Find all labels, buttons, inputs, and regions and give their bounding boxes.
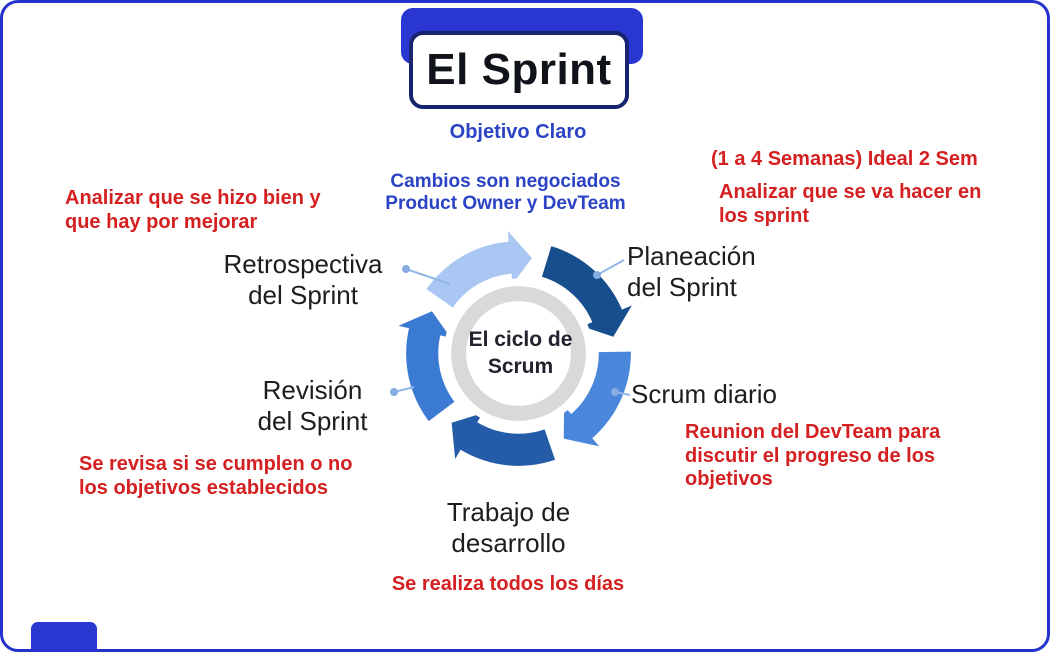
note-analizar-hacer: Analizar que se va hacer en los sprint — [719, 181, 982, 227]
note-revisa-objetivos: Se revisa si se cumplen o no los objetiv… — [79, 453, 353, 499]
title-box: El Sprint — [409, 31, 629, 109]
connector-dot-revision — [390, 388, 398, 396]
note-realiza-dias: Se realiza todos los días — [391, 573, 625, 595]
cycle-center-disc — [466, 301, 571, 406]
note-analizar-mejorar: Analizar que se hizo bien y que hay por … — [65, 187, 321, 233]
connector-dot-planeacion — [593, 271, 601, 279]
stage-label-retrospectiva: Retrospectiva del Sprint — [223, 249, 383, 311]
note-objetivo-claro: Objetivo Claro — [449, 121, 587, 143]
stage-label-planeacion: Planeación del Sprint — [627, 241, 756, 303]
scrum-cycle-diagram — [390, 230, 632, 466]
page-title: El Sprint — [426, 45, 612, 94]
stage-label-scrum-diario: Scrum diario — [631, 379, 777, 409]
connector-dot-retrospectiva — [402, 265, 410, 273]
ring-segment-upper-right-navy — [541, 246, 632, 337]
note-semanas: (1 a 4 Semanas) Ideal 2 Sem — [711, 148, 978, 170]
connector-line-planeacion — [596, 259, 625, 276]
connector-lines — [390, 259, 631, 396]
cycle-center-label: El ciclo de Scrum — [468, 328, 573, 379]
ring-segment-bottom-deep — [451, 413, 556, 466]
bottom-left-accent — [31, 622, 97, 649]
stage-label-revision: Revisión del Sprint — [257, 375, 368, 437]
stage-label-trabajo-desarrollo: Trabajo de desarrollo — [446, 497, 571, 559]
ring-segment-left-blue — [398, 311, 455, 422]
connector-dot-scrum-diario — [611, 388, 619, 396]
note-reunion-devteam: Reunion del DevTeam para discutir el pro… — [685, 421, 941, 491]
connector-line-retrospectiva — [405, 268, 451, 285]
note-cambios-negociados: Cambios son negociados Product Owner y D… — [385, 171, 626, 215]
ring-segment-top-light — [426, 230, 532, 308]
ring-segment-lower-right-medium — [563, 351, 631, 447]
